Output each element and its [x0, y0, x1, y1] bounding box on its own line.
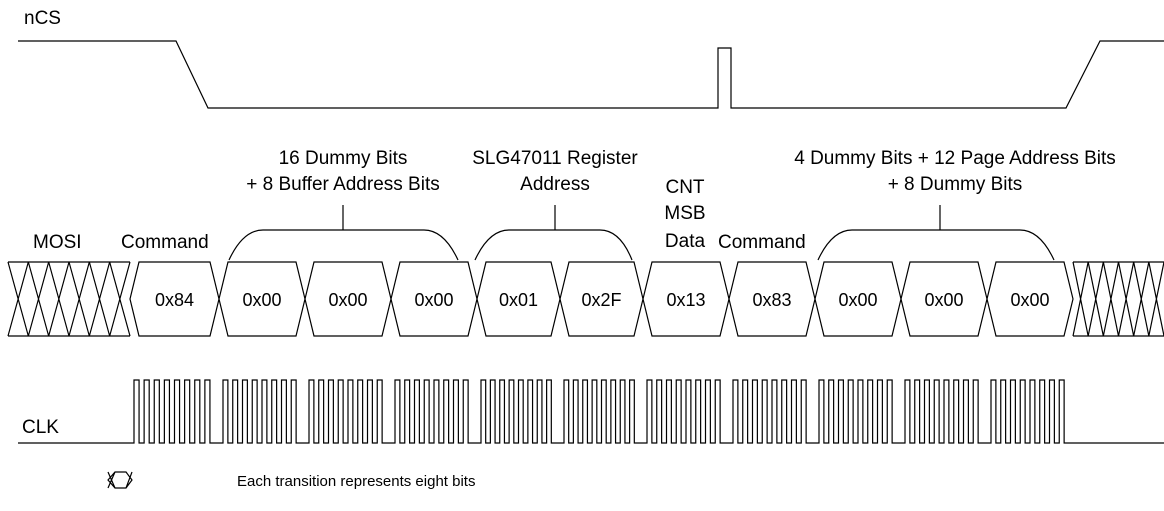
group-label-dummy-buffer-line1: 16 Dummy Bits: [279, 148, 408, 169]
group-label-cnt-line1: CNT: [665, 177, 704, 198]
mosi-label: MOSI: [33, 232, 82, 253]
ncs-label: nCS: [24, 8, 61, 29]
group-label-cnt-line3: Data: [665, 231, 706, 252]
brace-page: [817, 205, 1055, 261]
clk-label: CLK: [22, 417, 59, 438]
mosi-byte-value: 0x84: [155, 290, 194, 310]
mosi-byte-value: 0x83: [752, 290, 791, 310]
command-label-1: Command: [121, 232, 209, 253]
group-label-register-line1: SLG47011 Register: [472, 148, 638, 169]
mosi-byte-value: 0x00: [1010, 290, 1049, 310]
brace-register: [474, 205, 633, 261]
mosi-byte-cell: [986, 261, 1074, 337]
byte-transition-icon: [107, 471, 133, 489]
brace-dummy-buffer: [228, 205, 459, 261]
group-label-page-line1: 4 Dummy Bits + 12 Page Address Bits: [794, 148, 1116, 169]
group-label-register-line2: Address: [520, 174, 590, 195]
mosi-byte-value: 0x00: [924, 290, 963, 310]
mosi-byte-value: 0x13: [666, 290, 705, 310]
mosi-byte-value: 0x00: [328, 290, 367, 310]
group-label-cnt-line2: MSB: [664, 203, 705, 224]
ncs-waveform: [18, 40, 1164, 109]
mosi-byte-value: 0x01: [499, 290, 538, 310]
mosi-bus: 0x84 0x00 0x00 0x00 0x01 0x2F 0x13 0x83 0x00 0x00…: [7, 261, 1164, 337]
mosi-dont-care-end: [1072, 261, 1164, 337]
clk-waveform: [18, 379, 1164, 444]
mosi-byte-value: 0x2F: [581, 290, 621, 310]
legend-text: Each transition represents eight bits: [237, 473, 475, 490]
group-label-dummy-buffer-line2: + 8 Buffer Address Bits: [246, 174, 439, 195]
mosi-byte-value: 0x00: [838, 290, 877, 310]
group-label-page-line2: + 8 Dummy Bits: [888, 174, 1023, 195]
mosi-byte-value: 0x00: [414, 290, 453, 310]
mosi-byte-value: 0x00: [242, 290, 281, 310]
command-label-2: Command: [718, 232, 806, 253]
mosi-dont-care-start: [7, 261, 131, 337]
